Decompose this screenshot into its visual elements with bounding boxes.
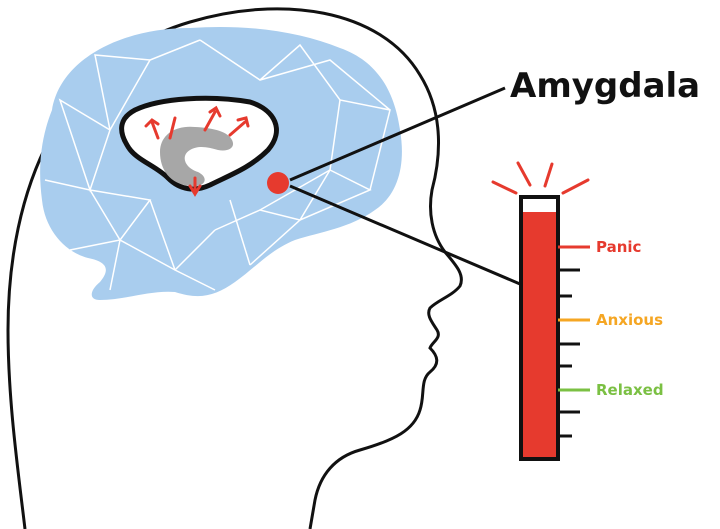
meter-callout-line	[290, 186, 520, 284]
meter-ticks	[558, 270, 580, 436]
amygdala-dot	[267, 172, 289, 194]
level-label-relaxed: Relaxed	[596, 381, 664, 399]
alarm-rays-icon	[493, 163, 588, 193]
stress-meter: Panic Anxious Relaxed	[521, 197, 664, 459]
amygdala-label: Amygdala	[510, 66, 700, 106]
level-label-panic: Panic	[596, 238, 641, 256]
meter-fill	[521, 212, 558, 459]
level-label-anxious: Anxious	[596, 311, 663, 329]
